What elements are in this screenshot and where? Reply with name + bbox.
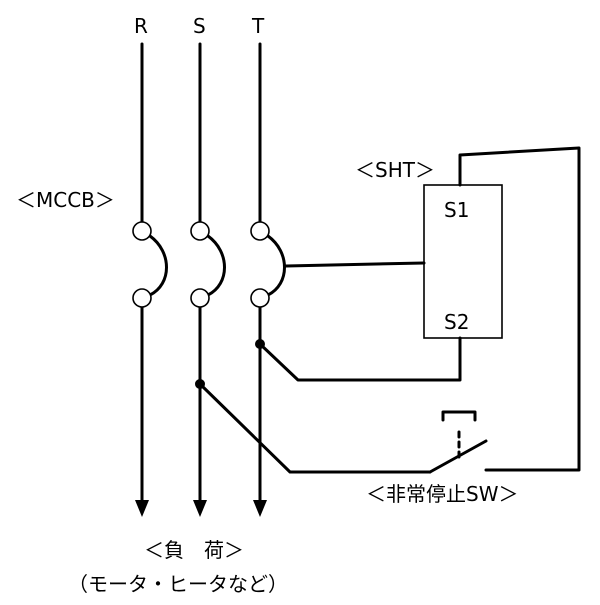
phase-lines [140, 42, 262, 507]
sht-terminal-s1: S1 [444, 198, 470, 222]
phase-label-t: T [252, 14, 265, 38]
junction-t [255, 339, 265, 349]
load-arrows [135, 500, 267, 517]
mccb-contacts [132, 221, 286, 308]
mccb-arc-t [266, 234, 286, 297]
emergency-switch [428, 410, 488, 474]
load-example-label: （モータ・ヒータなど） [68, 572, 288, 596]
contact-r-bottom [132, 288, 152, 308]
emergency-switch-label: ＜非常停止SW＞ [366, 482, 519, 506]
contact-t-top [250, 221, 270, 241]
sht-label: ＜SHT＞ [355, 158, 435, 182]
sht-loop-wire [458, 146, 581, 472]
contact-r-top [132, 221, 152, 241]
sht-box [423, 184, 503, 339]
s-tap-wire [198, 382, 432, 474]
sht-terminal-s2: S2 [444, 310, 470, 334]
trip-link-line [284, 261, 426, 268]
arrow-s [193, 500, 207, 517]
load-label: ＜負 荷＞ [144, 538, 244, 562]
phase-label-r: R [134, 14, 148, 38]
mccb-arc-s [206, 234, 226, 297]
phase-label-s: S [193, 14, 206, 38]
mccb-arc-r [148, 234, 168, 297]
contact-s-bottom [190, 288, 210, 308]
contact-s-top [190, 221, 210, 241]
s2-wire [258, 336, 462, 382]
arrow-r [135, 500, 149, 517]
switch-pushbutton [441, 410, 477, 422]
contact-t-bottom [250, 288, 270, 308]
mccb-label: ＜MCCB＞ [16, 188, 115, 212]
arrow-t [253, 500, 267, 517]
junction-s [195, 379, 205, 389]
